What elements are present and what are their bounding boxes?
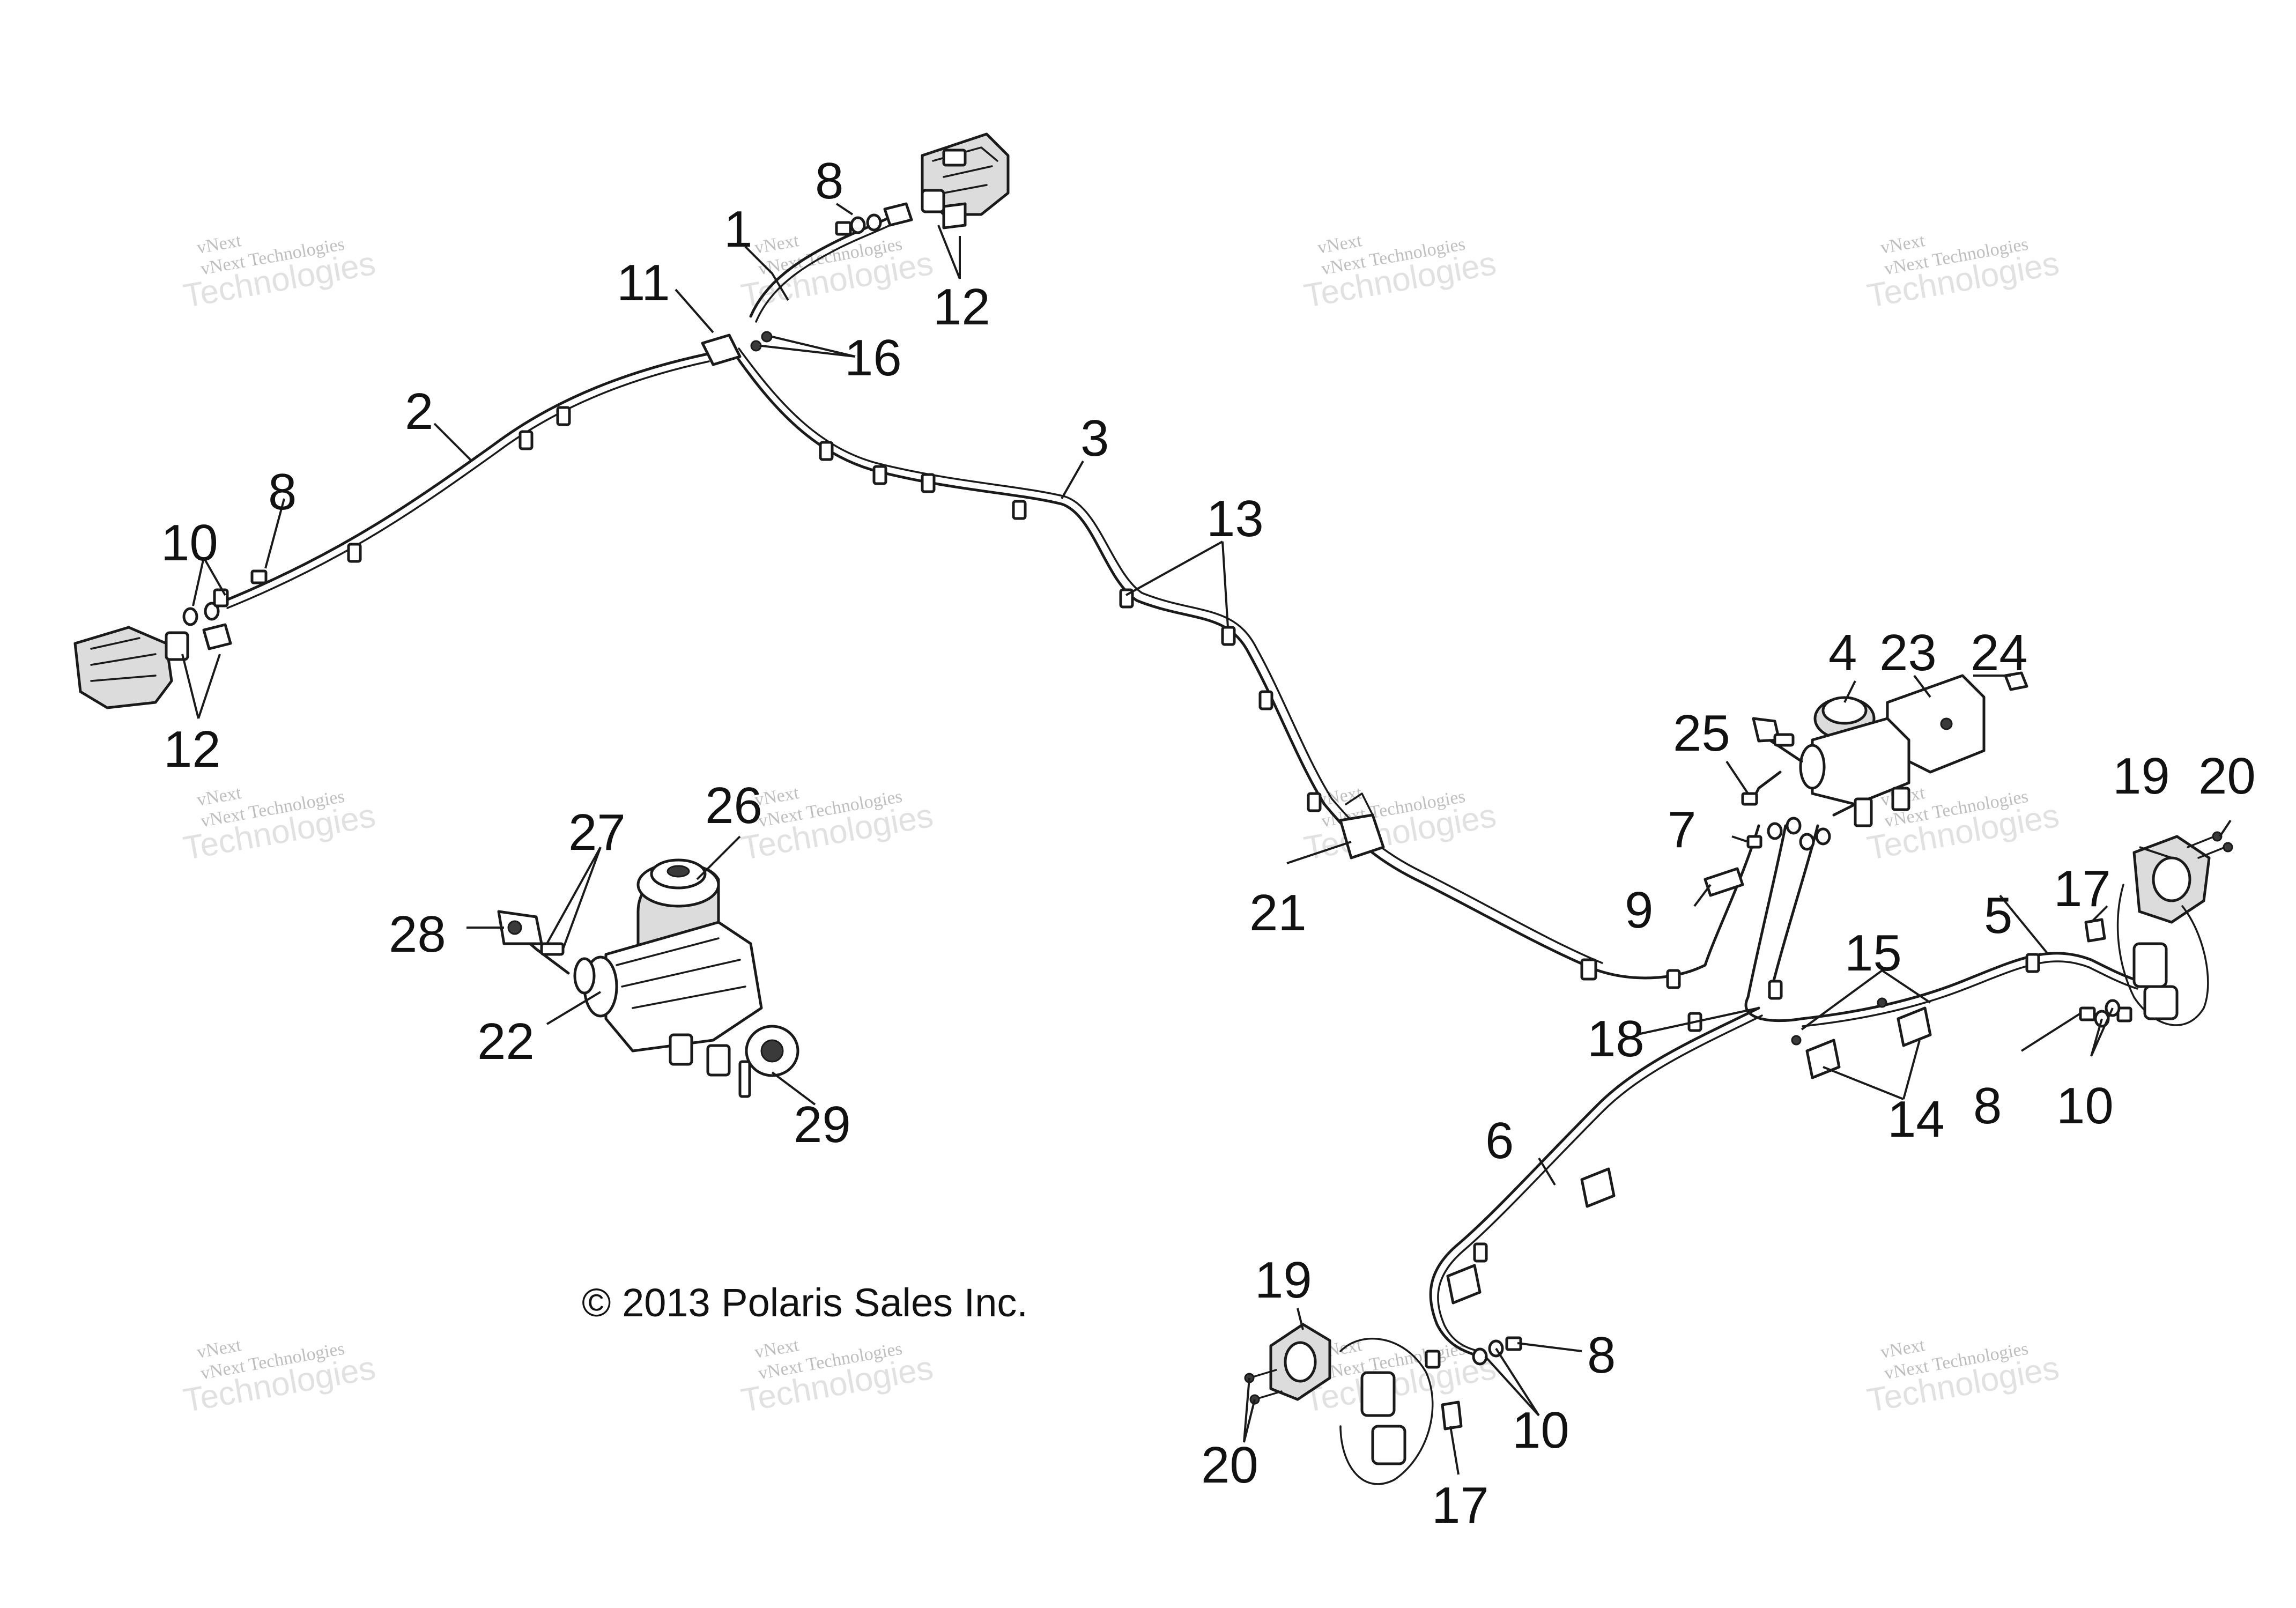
- callout-1: 1: [724, 201, 752, 258]
- callout-11: 11: [617, 254, 670, 312]
- upper-caliper: [835, 132, 1010, 236]
- callout-22: 22: [477, 1013, 535, 1070]
- lower-rear-caliper: [1244, 1323, 1522, 1485]
- watermark: vNext vNext Technologies Technologies: [738, 1335, 936, 1419]
- clip: [1307, 792, 1322, 812]
- copyright-text: © 2013 Polaris Sales Inc.: [582, 1280, 1028, 1325]
- watermark: vNext vNext Technologies Technologies: [738, 783, 936, 867]
- right-rear-caliper: [2079, 831, 2233, 1028]
- brake-lines: [224, 216, 2141, 1358]
- watermark: vNext vNext Technologies Technologies: [1864, 1335, 2062, 1419]
- callout-26: 26: [705, 777, 762, 834]
- master-cylinder-4: [1704, 671, 2028, 897]
- brake-line-2: [224, 352, 709, 602]
- clip: [1473, 1242, 1488, 1263]
- callouts: 1 2 3 4 5 6 7 8 8 8 8 9 10 10 10 11 12 1…: [161, 152, 2256, 1534]
- callout-19: 19: [2113, 747, 2170, 805]
- clip: [819, 441, 834, 461]
- brake-line-2-edge: [226, 360, 710, 609]
- brake-hose-18b: [1744, 824, 1803, 1022]
- watermark: vNext vNext Technologies Technologies: [1301, 231, 1499, 315]
- callout-19: 19: [1255, 1251, 1312, 1309]
- callout-25: 25: [1673, 705, 1730, 762]
- clip: [1666, 969, 1681, 989]
- callout-27: 27: [568, 804, 626, 861]
- watermark: vNext vNext Technologies Technologies: [1864, 231, 2062, 315]
- callout-8: 8: [1587, 1327, 1616, 1384]
- left-caliper: [73, 569, 268, 709]
- clip: [921, 473, 936, 493]
- callout-8: 8: [815, 152, 843, 210]
- callout-16: 16: [845, 329, 902, 387]
- watermark: vNext vNext Technologies Technologies: [738, 231, 936, 315]
- callout-8: 8: [268, 463, 297, 521]
- callout-21: 21: [1249, 884, 1307, 942]
- callout-28: 28: [389, 906, 446, 963]
- callout-10: 10: [161, 514, 218, 572]
- callout-3: 3: [1080, 410, 1109, 467]
- leader-lines: [181, 203, 2232, 1475]
- callout-2: 2: [405, 383, 433, 440]
- callout-10: 10: [1512, 1402, 1569, 1459]
- master-cylinder-detail: [497, 858, 799, 1098]
- watermark: vNext vNext Technologies Technologies: [181, 231, 378, 315]
- callout-4: 4: [1828, 624, 1857, 681]
- tee-fitting-21: [1339, 792, 1385, 859]
- callout-20: 20: [1201, 1436, 1258, 1494]
- clip: [2025, 953, 2040, 973]
- clip: [556, 406, 571, 426]
- callout-12: 12: [164, 721, 221, 778]
- junction-block-11: [701, 331, 773, 366]
- callout-9: 9: [1625, 881, 1653, 939]
- callout-20: 20: [2198, 747, 2256, 805]
- callout-29: 29: [794, 1096, 851, 1153]
- callout-24: 24: [1971, 624, 2028, 681]
- brake-line-5-edge: [1802, 960, 2138, 1027]
- clip: [1258, 690, 1273, 710]
- brake-line-5: [1800, 952, 2141, 1020]
- callout-8: 8: [1973, 1077, 2002, 1135]
- brake-line-6: [1429, 1006, 1760, 1358]
- callout-17: 17: [2054, 860, 2111, 917]
- brake-line-3-edge: [738, 347, 1603, 964]
- callout-14: 14: [1887, 1091, 1945, 1148]
- callout-10: 10: [2056, 1077, 2114, 1135]
- callout-15: 15: [1845, 924, 1902, 982]
- clip-13b: [1221, 626, 1236, 646]
- clip: [347, 543, 362, 563]
- brackets-14-15: [1446, 997, 1932, 1305]
- brake-line-3: [733, 352, 1707, 980]
- brake-line-1-edge: [755, 223, 893, 323]
- brake-line-6-edge: [1437, 1014, 1763, 1353]
- callout-13: 13: [1206, 490, 1264, 547]
- brake-hose-18c: [1768, 824, 1819, 999]
- clip: [1580, 958, 1597, 981]
- callout-7: 7: [1668, 801, 1696, 858]
- callout-17: 17: [1432, 1477, 1489, 1534]
- callout-5: 5: [1984, 887, 2012, 944]
- callout-18: 18: [1587, 1010, 1645, 1068]
- clip: [1012, 500, 1027, 520]
- line-clips: [347, 406, 2040, 1263]
- clip: [1768, 980, 1783, 1000]
- clip: [872, 465, 887, 485]
- watermark: vNext vNext Technologies Technologies: [181, 1335, 378, 1419]
- clip: [519, 430, 534, 450]
- watermarks: vNext vNext Technologies Technologies vN…: [181, 231, 2062, 1419]
- callout-6: 6: [1485, 1112, 1514, 1169]
- callout-12: 12: [933, 278, 990, 336]
- callout-23: 23: [1879, 624, 1937, 681]
